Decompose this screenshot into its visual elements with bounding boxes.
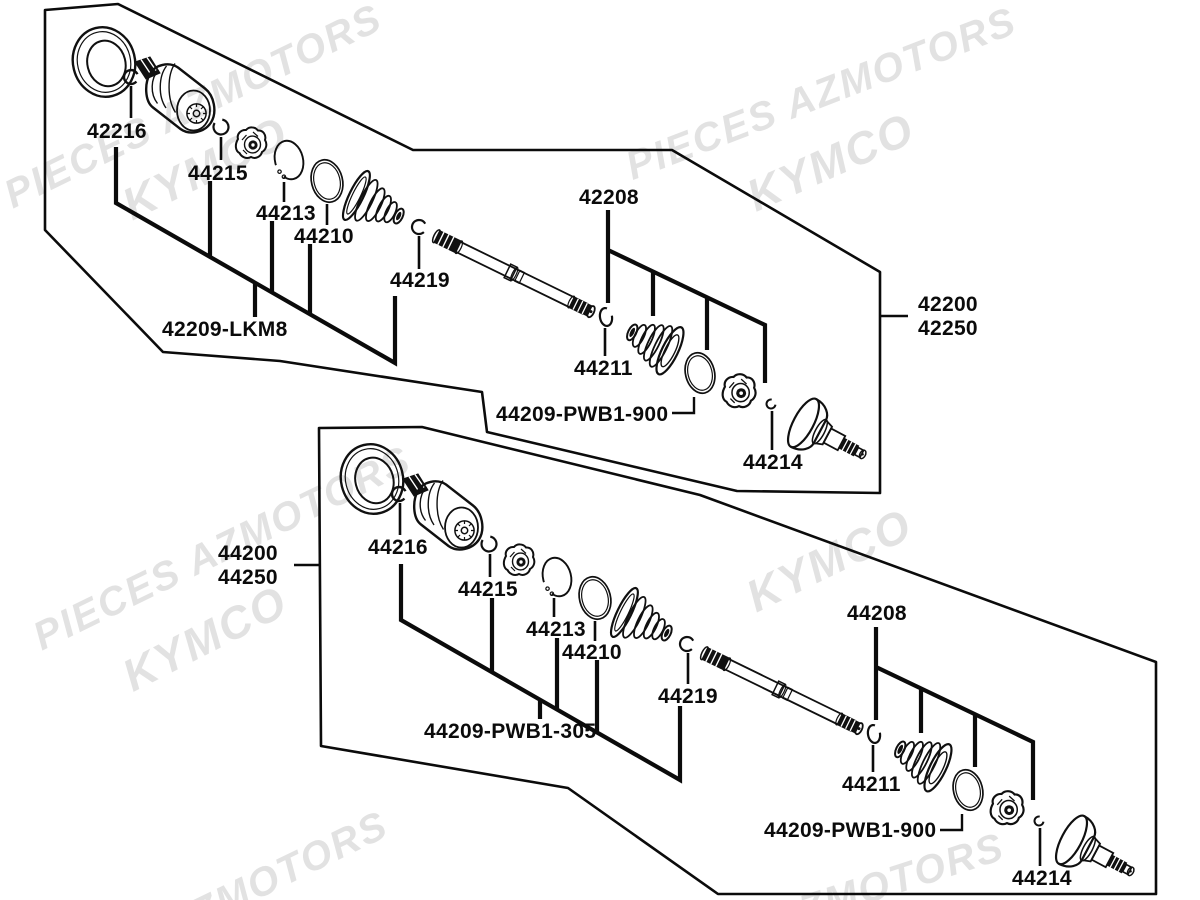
kit-label-boot-set: 44208 bbox=[847, 602, 907, 625]
boot-set-bracket bbox=[873, 627, 1036, 800]
upper-assembly: 42216 44215 44213 44210 44219 42209-LKM8… bbox=[43, 2, 978, 495]
part-label-shaft-end-clip: 44211 bbox=[842, 773, 901, 796]
part-label-boot-band: 44210 bbox=[294, 225, 354, 248]
part-label-circlip: 44213 bbox=[256, 202, 316, 225]
assembly-ref-line1: 44200 bbox=[218, 542, 278, 565]
kit-label-inner-joint: 44209-PWB1-305 bbox=[424, 720, 596, 743]
kit-label-inner-joint: 42209-LKM8 bbox=[162, 318, 288, 341]
part-label-seal-clip: 44216 bbox=[368, 536, 428, 559]
watermark-brand: PIECES AZMOTORS bbox=[3, 803, 395, 900]
kit-label-outer-joint: 44209-PWB1-900 bbox=[764, 819, 936, 842]
inner-joint-kit-bracket bbox=[398, 564, 683, 784]
part-label-spider-clip: 44214 bbox=[1012, 867, 1072, 890]
lower-assembly-outline bbox=[317, 425, 1158, 896]
assembly-ref-line2: 42250 bbox=[918, 317, 978, 340]
part-label-seal-clip: 42216 bbox=[87, 120, 147, 143]
kit-label-outer-joint: 44209-PWB1-900 bbox=[496, 403, 668, 426]
part-label-shaft-clip: 44219 bbox=[658, 685, 718, 708]
lower-axle-parts bbox=[333, 438, 1145, 897]
part-label-circlip: 44213 bbox=[526, 618, 586, 641]
part-label-snap-ring: 44215 bbox=[188, 162, 248, 185]
kit-label-boot-set: 42208 bbox=[579, 186, 639, 209]
assembly-ref-line1: 42200 bbox=[918, 293, 978, 316]
part-label-snap-ring: 44215 bbox=[458, 578, 518, 601]
part-label-shaft-end-clip: 44211 bbox=[574, 357, 633, 380]
inner-joint-kit-bracket bbox=[113, 147, 398, 367]
outer-joint-kit-tick bbox=[940, 814, 964, 832]
boot-set-bracket bbox=[605, 210, 768, 383]
part-label-shaft-clip: 44219 bbox=[390, 269, 450, 292]
part-label-boot-band: 44210 bbox=[562, 641, 622, 664]
part-label-spider-clip: 44214 bbox=[743, 451, 803, 474]
upper-assembly-outline bbox=[43, 2, 882, 495]
outer-joint-kit-tick bbox=[672, 397, 696, 415]
lower-assembly: 44216 44215 44213 44210 44219 44209-PWB1… bbox=[218, 425, 1158, 897]
assembly-ref-line2: 44250 bbox=[218, 566, 278, 589]
